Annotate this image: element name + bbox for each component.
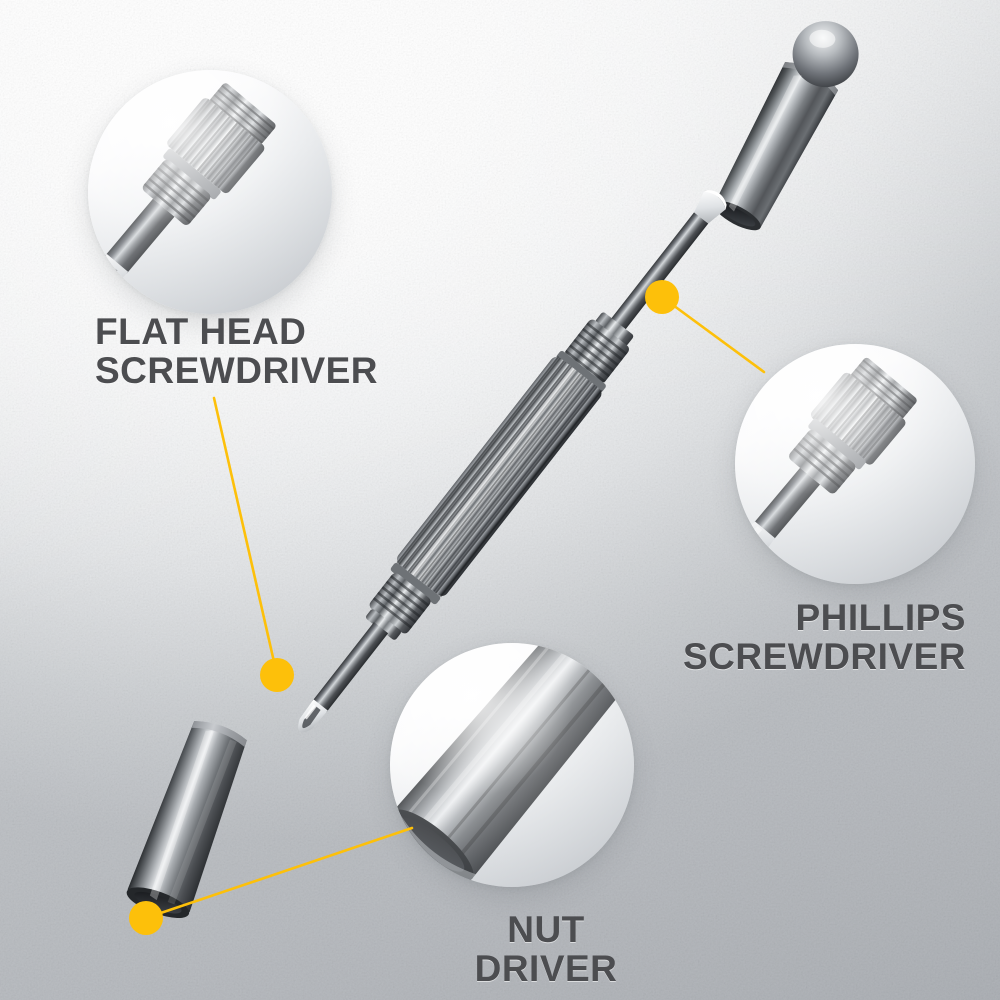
label-phillips-screwdriver: PHILLIPS SCREWDRIVER — [682, 597, 966, 678]
end-cap-with-ball — [714, 21, 859, 231]
callout-circle-flat-head — [88, 70, 332, 314]
circle-inner-shading — [88, 70, 332, 314]
phillips-tip — [298, 699, 328, 733]
circle-inner-shading — [735, 344, 975, 584]
flat-blade-tip — [694, 190, 727, 224]
main-tool-body — [298, 190, 727, 733]
label-nut-driver: NUT DRIVER — [474, 909, 618, 990]
label-flat-head-screwdriver: FLAT HEAD SCREWDRIVER — [95, 311, 379, 392]
callout-circle-nut-driver — [390, 643, 634, 887]
callout-circle-phillips — [735, 344, 975, 584]
nut-driver-socket — [126, 721, 247, 918]
circle-inner-shading — [390, 643, 634, 887]
